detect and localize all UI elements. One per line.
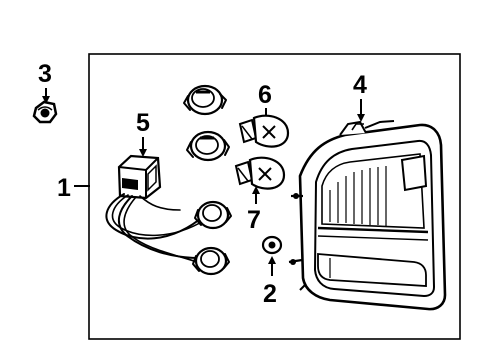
bulb-socket-upper-2	[186, 130, 230, 162]
tail-lamp-housing	[288, 120, 447, 311]
assembly-frame	[88, 53, 461, 340]
callout-3-label: 3	[38, 60, 52, 88]
callout-6-label: 6	[258, 81, 272, 109]
gasket-part	[261, 235, 283, 255]
nut-part	[32, 100, 58, 124]
bulb-socket-lower-1	[194, 200, 232, 230]
bulb-socket-upper-1	[183, 84, 227, 116]
wiring-harness	[105, 154, 206, 264]
callout-2-label: 2	[263, 280, 277, 308]
callout-5-label: 5	[136, 109, 150, 137]
bulb-lower	[234, 156, 286, 190]
bulb-socket-lower-2	[192, 246, 230, 276]
callout-4-label: 4	[353, 71, 367, 99]
bulb-upper	[238, 114, 290, 148]
callout-1-label: 1	[57, 174, 71, 202]
callout-7-label: 7	[247, 206, 261, 234]
